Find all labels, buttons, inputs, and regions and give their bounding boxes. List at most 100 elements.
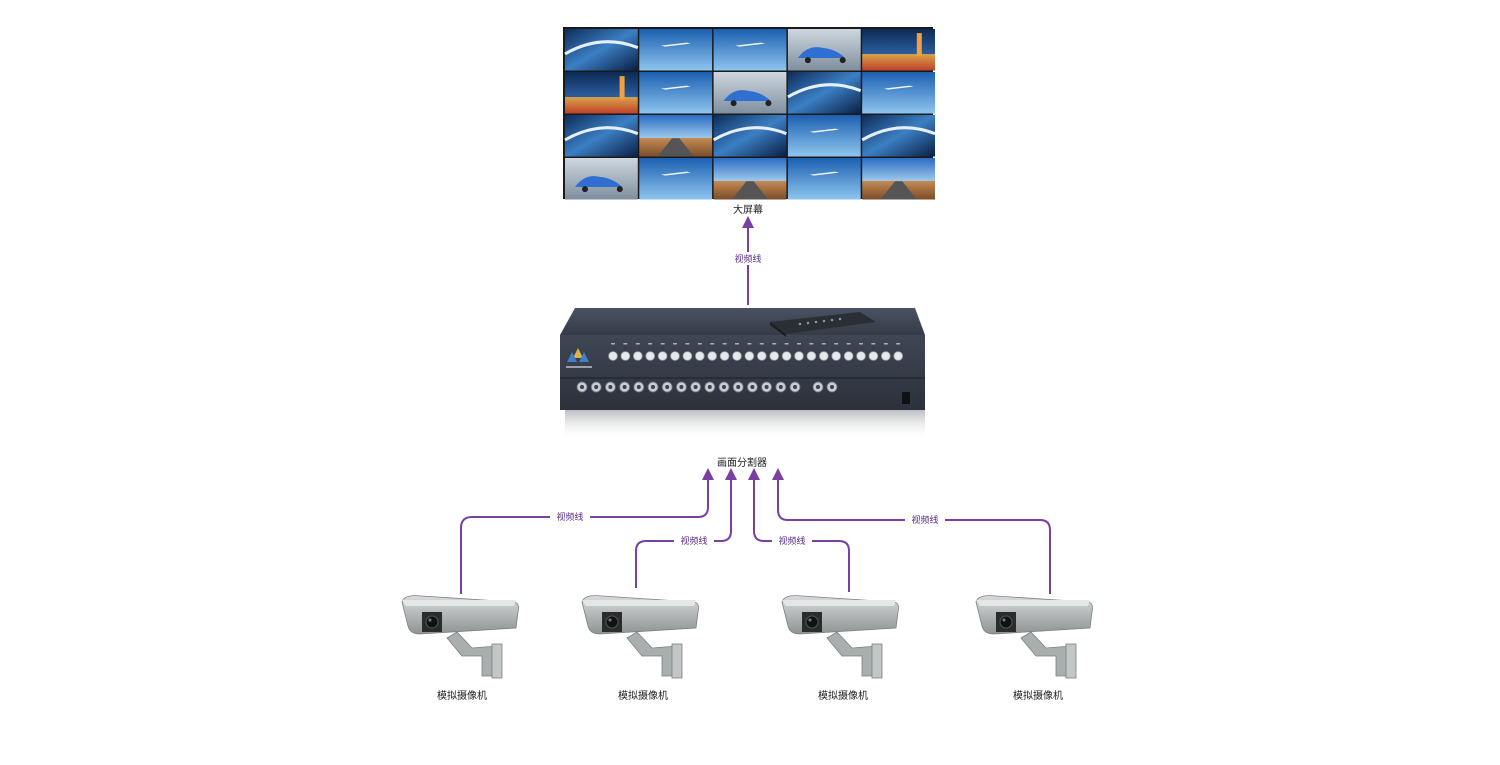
camera-1-wire-label-bg <box>550 510 590 523</box>
bnc-output-connector-icon <box>812 381 824 393</box>
splitter-button-marking <box>648 343 653 345</box>
security-camera-icon <box>781 595 899 679</box>
bnc-connector-icon <box>619 381 630 393</box>
splitter-logo-icon <box>567 348 589 362</box>
bnc-connector-icon <box>633 381 645 393</box>
video-wall-tile <box>565 158 638 200</box>
splitter-panel-button <box>806 351 817 361</box>
splitter-panel-button <box>794 351 804 361</box>
splitter-panel-button <box>732 351 742 361</box>
splitter-panel-button <box>620 351 631 361</box>
splitter-button-marking <box>772 343 777 345</box>
video-wall-tile <box>639 29 713 71</box>
video-wall-tile <box>565 72 638 114</box>
splitter-button-marking <box>722 343 727 345</box>
bnc-connector-icon <box>676 381 687 393</box>
splitter-device <box>560 308 925 440</box>
bnc-connector-icon <box>576 381 588 393</box>
splitter-panel-button <box>781 351 792 361</box>
camera-3-wire-label: 视频线 <box>778 535 805 547</box>
video-wall-tile <box>862 29 935 71</box>
splitter-button-marking <box>784 343 789 345</box>
splitter-panel-button <box>893 351 903 361</box>
video-wall-tile <box>639 72 713 114</box>
splitter-button-marking <box>735 343 739 345</box>
splitter-front-panel <box>560 335 925 410</box>
camera-group <box>401 595 1093 679</box>
splitter-top-face <box>560 308 925 335</box>
camera-2-wire-label-bg <box>674 534 714 547</box>
splitter-panel-button <box>856 351 866 361</box>
video-wall-label: 大屏幕 <box>733 203 763 216</box>
camera-4-wire <box>772 468 1051 594</box>
splitter-button-marking <box>611 343 615 345</box>
camera-1-wire-label: 视频线 <box>556 511 583 523</box>
video-wall-tile <box>787 158 861 200</box>
splitter-button-marking <box>673 343 677 345</box>
bnc-connector-icon <box>789 381 801 393</box>
splitter-to-screen-label-bg <box>728 252 768 265</box>
splitter-button-row <box>608 343 903 361</box>
splitter-button-marking <box>635 343 640 345</box>
video-wall-tile <box>564 115 639 157</box>
camera-1-wire <box>460 468 714 594</box>
splitter-panel-button <box>719 351 730 361</box>
splitter-brand-text <box>566 366 592 368</box>
splitter-panel-button <box>843 351 854 361</box>
splitter-button-marking <box>759 343 764 345</box>
bnc-connector-icon <box>647 381 659 393</box>
splitter-button-marking <box>871 343 876 345</box>
video-wall-tile <box>713 29 787 71</box>
splitter-button-marking <box>623 343 628 345</box>
video-wall <box>563 27 936 200</box>
bnc-connector-icon <box>590 381 602 393</box>
splitter-button-marking <box>809 343 814 345</box>
bnc-connector-icon <box>718 381 730 393</box>
splitter-panel-button <box>769 351 779 361</box>
video-wall-tile <box>712 115 787 157</box>
splitter-panel-button <box>707 351 717 361</box>
splitter-button-marking <box>797 343 801 345</box>
splitter-panel-button <box>682 351 693 361</box>
splitter-button-marking <box>685 343 690 345</box>
splitter-panel-button <box>694 351 705 361</box>
splitter-button-marking <box>834 343 839 345</box>
splitter-panel-button <box>645 351 655 361</box>
camera-2-wire-label: 视频线 <box>680 535 707 547</box>
bnc-connector-icon <box>732 381 744 393</box>
video-wall-tiles <box>564 29 936 200</box>
splitter-button-marking <box>660 343 665 345</box>
bnc-connector-icon <box>775 381 787 393</box>
camera-4-label: 模拟摄像机 <box>1013 689 1063 702</box>
camera-4-wire-label-bg <box>905 513 945 526</box>
splitter-button-marking <box>747 343 752 345</box>
video-wall-tile <box>787 72 862 114</box>
splitter-button-marking <box>896 343 901 345</box>
splitter-panel-button <box>831 351 841 361</box>
splitter-panel-button <box>868 351 879 361</box>
splitter-button-marking <box>697 343 702 345</box>
splitter-label: 画面分割器 <box>717 456 767 469</box>
camera-1-label: 模拟摄像机 <box>437 689 487 702</box>
bnc-connector-icon <box>605 381 616 393</box>
camera-3-wire <box>748 468 850 592</box>
video-wall-tile <box>862 72 935 114</box>
splitter-panel-button <box>744 351 755 361</box>
security-camera-icon <box>975 595 1093 679</box>
camera-2-label: 模拟摄像机 <box>618 689 668 702</box>
splitter-to-screen-label: 视频线 <box>734 253 761 265</box>
video-wall-tile <box>787 115 861 157</box>
security-camera-icon <box>401 595 519 679</box>
bnc-connector-icon <box>761 381 772 393</box>
remote-control-icon <box>770 312 876 337</box>
bnc-connector-icon <box>704 381 716 393</box>
video-wall-tile <box>713 72 787 114</box>
splitter-panel-button <box>670 351 680 361</box>
video-wall-tile <box>639 115 713 157</box>
video-wall-tile <box>564 29 639 71</box>
splitter-button-marking <box>859 343 863 345</box>
camera-3-label: 模拟摄像机 <box>818 689 868 702</box>
bnc-connector-icon <box>661 381 673 393</box>
splitter-panel-button <box>818 351 829 361</box>
